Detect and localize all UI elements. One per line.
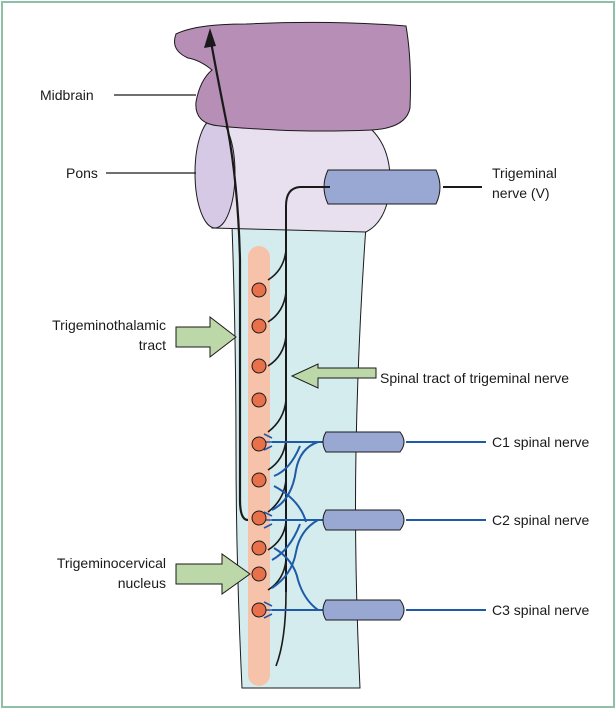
label-spinal-tract: Spinal tract of trigeminal nerve (380, 370, 569, 386)
trigeminocervical-column (248, 246, 270, 686)
nucleus-cell (252, 603, 266, 617)
nucleus-cell (252, 283, 266, 297)
label-pons: Pons (66, 165, 98, 181)
trigeminal-nerve-capsule (324, 170, 440, 204)
label-c2: C2 spinal nerve (492, 512, 589, 528)
label-c1: C1 spinal nerve (492, 434, 589, 450)
nucleus-cell (252, 473, 266, 487)
label-trigeminal-nerve-line2: nerve (V) (492, 185, 550, 201)
nucleus-cell (252, 511, 266, 525)
nucleus-cell (252, 359, 266, 373)
nucleus-cell (252, 541, 266, 555)
c3-capsule (323, 600, 404, 620)
trigeminothalamic-pointer (176, 317, 236, 357)
label-trigeminal-nerve-line1: Trigeminal (492, 165, 557, 181)
nucleus-cell (252, 393, 266, 407)
label-trigeminothalamic-line2: tract (139, 337, 166, 353)
label-trigeminocervical-line2: nucleus (118, 575, 166, 591)
c2-capsule (323, 510, 404, 530)
leader-lines (106, 95, 196, 173)
label-trigeminocervical-line1: Trigeminocervical (57, 555, 166, 571)
label-trigeminothalamic-line1: Trigeminothalamic (52, 317, 166, 333)
label-c3: C3 spinal nerve (492, 602, 589, 618)
label-midbrain: Midbrain (40, 87, 94, 103)
nucleus-cell (252, 319, 266, 333)
c1-capsule (323, 432, 404, 452)
c-nerve-stubs (406, 442, 486, 610)
nucleus-cell (252, 567, 266, 581)
nucleus-cell (252, 437, 266, 451)
